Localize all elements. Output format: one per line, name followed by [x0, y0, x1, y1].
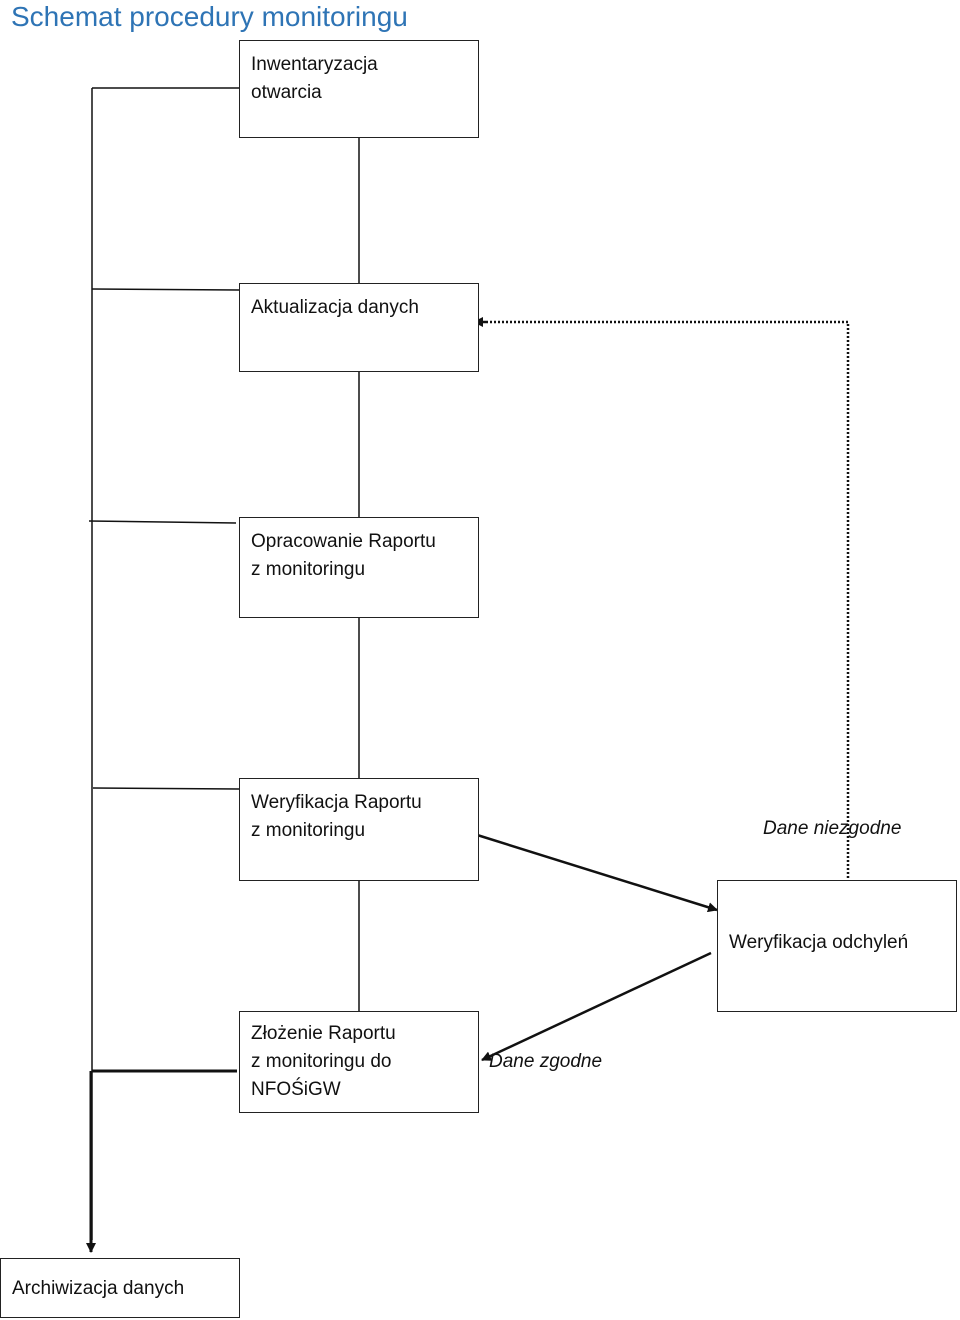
- node-update: Aktualizacja danych: [239, 283, 479, 372]
- spine-to-verify: [92, 787, 240, 790]
- node-submit: Złożenie Raportu z monitoringu do NFOŚiG…: [239, 1011, 479, 1113]
- spine-to-update: [91, 288, 240, 291]
- node-inventory-label: Inwentaryzacja otwarcia: [251, 54, 378, 103]
- edge-label-inconsistent: Dane niezgodne: [763, 818, 902, 839]
- arrow-verify-to-deviation: [473, 832, 718, 913]
- node-report-draft-label: Opracowanie Raportu z monitoringu: [251, 531, 436, 580]
- feedback-dotted-line: [486, 320, 850, 882]
- node-report-draft: Opracowanie Raportu z monitoringu: [239, 517, 479, 618]
- node-update-label: Aktualizacja danych: [251, 297, 419, 318]
- page-title: Schemat procedury monitoringu: [11, 1, 408, 32]
- node-archive-label: Archiwizacja danych: [12, 1278, 185, 1299]
- node-submit-label: Złożenie Raportu z monitoringu do NFOŚiG…: [251, 1023, 396, 1100]
- node-report-verify: Weryfikacja Raportu z monitoringu: [239, 778, 479, 881]
- node-deviation-verify: Weryfikacja odchyleń: [717, 880, 957, 1012]
- node-archive: Archiwizacja danych: [0, 1258, 240, 1318]
- node-report-verify-label: Weryfikacja Raportu z monitoringu: [251, 792, 422, 841]
- arrow-deviation-to-submit: [481, 951, 712, 1062]
- node-inventory: Inwentaryzacja otwarcia: [239, 40, 479, 138]
- spine-to-draft: [88, 520, 237, 524]
- node-deviation-verify-label: Weryfikacja odchyleń: [729, 932, 909, 953]
- edge-label-consistent: Dane zgodne: [489, 1051, 603, 1072]
